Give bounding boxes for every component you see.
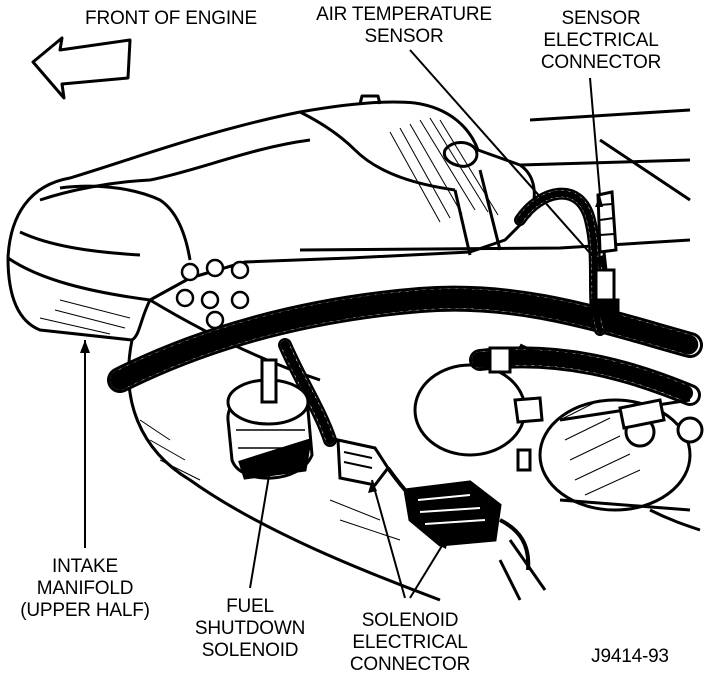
intake-manifold-shape [6,94,536,342]
label-line: SOLENOID [361,610,459,631]
label-solenoid-electrical-connector: SOLENOID ELECTRICAL CONNECTOR [340,610,480,676]
leader-arrowheads [80,195,605,549]
manifold-hatching [39,117,499,335]
label-fuel-shutdown-solenoid: FUEL SHUTDOWN SOLENOID [185,596,315,662]
label-line: (UPPER HALF) [20,600,150,621]
label-line: INTAKE [51,556,118,577]
label-line: ELECTRICAL [352,632,468,653]
label-line: FUEL [226,596,274,617]
label-line: CONNECTOR [349,654,471,675]
air-temperature-sensor-shape [590,190,620,318]
label-line: ELECTRICAL [543,30,659,51]
leader-air-temp-sensor [409,49,606,271]
manifold-bolts [175,258,250,330]
label-sensor-electrical-connector: SENSOR ELECTRICAL CONNECTOR [530,8,672,74]
leader-sensor-connector [589,77,601,196]
leader-fuel-shutdown-solenoid [249,457,273,589]
solenoid-connector-shape [336,438,531,571]
leader-solenoid-connector-a [371,479,406,599]
label-line: SHUTDOWN [194,618,306,639]
shading-lines [139,399,641,541]
right-side-components [413,343,704,601]
label-line: SENSOR [364,26,444,47]
label-front-of-engine: FRONT OF ENGINE [85,8,257,29]
fuel-shutdown-solenoid-shape [226,358,314,480]
figure-id: J9414-93 [591,646,669,667]
label-line: CONNECTOR [540,52,662,73]
label-intake-manifold: INTAKE MANIFOLD (UPPER HALF) [10,556,160,622]
front-arrow-icon [31,36,132,100]
leader-lines [84,49,606,599]
label-line: SOLENOID [201,640,299,661]
label-line: SENSOR [561,8,641,29]
label-line: MANIFOLD [36,578,134,599]
label-line: AIR TEMPERATURE [316,4,492,25]
label-air-temperature-sensor: AIR TEMPERATURE SENSOR [305,4,503,48]
